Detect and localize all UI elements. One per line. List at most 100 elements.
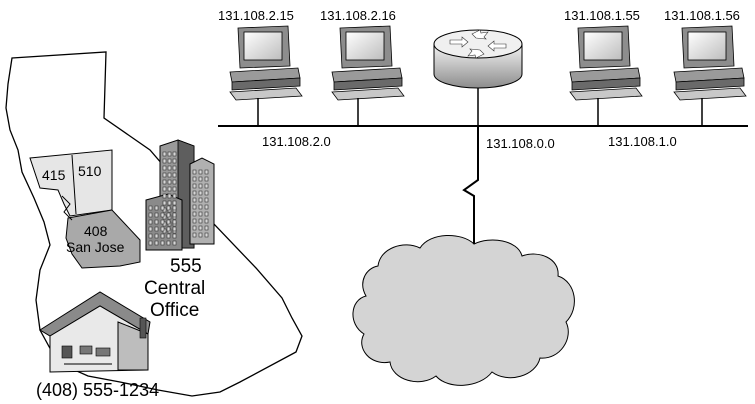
building-window — [160, 219, 165, 225]
building-window — [204, 225, 209, 231]
wan-cloud-icon — [352, 234, 575, 386]
building-window — [154, 226, 159, 232]
building-window — [154, 240, 159, 246]
building-window — [167, 165, 172, 171]
office-number: 555 — [170, 256, 202, 277]
building-window — [167, 172, 172, 178]
workstation-icon — [229, 25, 303, 101]
bay-area-region — [29, 149, 113, 217]
building-window — [154, 212, 159, 218]
building-window — [160, 240, 165, 246]
building-window — [192, 169, 197, 175]
building-window — [166, 205, 171, 211]
building-window — [198, 211, 203, 217]
building-window — [154, 205, 159, 211]
building-window — [172, 193, 177, 199]
building-window — [204, 183, 209, 189]
building-window — [172, 179, 177, 185]
area-415-label: 415 — [42, 167, 66, 183]
router-icon — [433, 29, 523, 89]
building-window — [172, 212, 177, 218]
building-window — [172, 186, 177, 192]
building-window — [198, 232, 203, 238]
building-window — [172, 219, 177, 225]
building-window — [198, 176, 203, 182]
divider-415-510 — [71, 154, 77, 215]
office-line2: Office — [150, 300, 199, 321]
building-window — [172, 226, 177, 232]
building-window — [160, 233, 165, 239]
building-window — [192, 211, 197, 217]
building-window — [172, 233, 177, 239]
building-window — [166, 226, 171, 232]
building-window — [198, 225, 203, 231]
building-window — [166, 233, 171, 239]
building-window — [204, 232, 209, 238]
office-line1: Central — [144, 278, 205, 299]
building-window — [148, 226, 153, 232]
building-window — [192, 197, 197, 203]
building-window — [160, 212, 165, 218]
building-window — [148, 240, 153, 246]
san-jose-label: San Jose — [66, 239, 125, 255]
building-window — [204, 218, 209, 224]
area-510-label: 510 — [78, 163, 102, 179]
area-408-label: 408 — [84, 223, 108, 239]
building-window — [166, 240, 171, 246]
building-window — [192, 176, 197, 182]
building-window — [198, 204, 203, 210]
building-window — [198, 190, 203, 196]
building-window — [204, 211, 209, 217]
building-window — [154, 233, 159, 239]
building-window — [204, 169, 209, 175]
building-window — [154, 219, 159, 225]
network-label-right: 131.108.1.0 — [608, 134, 677, 149]
building-window — [166, 212, 171, 218]
workstation-icon — [331, 25, 405, 101]
building-window — [172, 151, 177, 157]
building-window — [192, 232, 197, 238]
building-window — [172, 172, 177, 178]
building-window — [167, 151, 172, 157]
building-window — [204, 176, 209, 182]
serial-link — [462, 126, 479, 244]
building-window — [192, 183, 197, 189]
building-window — [172, 200, 177, 206]
building-window — [148, 205, 153, 211]
network-label-left: 131.108.2.0 — [262, 134, 331, 149]
building-window — [162, 165, 167, 171]
network-label-center: 131.108.0.0 — [486, 136, 555, 151]
building-window — [198, 197, 203, 203]
san-jose-region — [65, 209, 141, 269]
building-window — [198, 169, 203, 175]
host-ip-1: 131.108.2.15 — [218, 8, 294, 23]
building-window — [162, 151, 167, 157]
central-office-building — [145, 139, 215, 251]
bay-inlet — [61, 195, 73, 221]
building-window — [162, 172, 167, 178]
building-window — [204, 190, 209, 196]
building-window — [167, 158, 172, 164]
building-window — [192, 218, 197, 224]
host-ip-3: 131.108.1.55 — [564, 8, 640, 23]
home-office-house — [39, 291, 151, 373]
building-window — [167, 193, 172, 199]
building-window — [162, 158, 167, 164]
building-window — [148, 212, 153, 218]
building-window — [172, 158, 177, 164]
building-window — [192, 190, 197, 196]
host-ip-2: 131.108.2.16 — [320, 8, 396, 23]
building-window — [166, 219, 171, 225]
building-window — [148, 219, 153, 225]
building-window — [198, 218, 203, 224]
building-window — [160, 226, 165, 232]
building-window — [162, 200, 167, 206]
building-window — [167, 186, 172, 192]
building-window — [160, 205, 165, 211]
building-window — [198, 183, 203, 189]
building-window — [172, 205, 177, 211]
building-window — [204, 204, 209, 210]
building-window — [172, 240, 177, 246]
building-window — [172, 165, 177, 171]
